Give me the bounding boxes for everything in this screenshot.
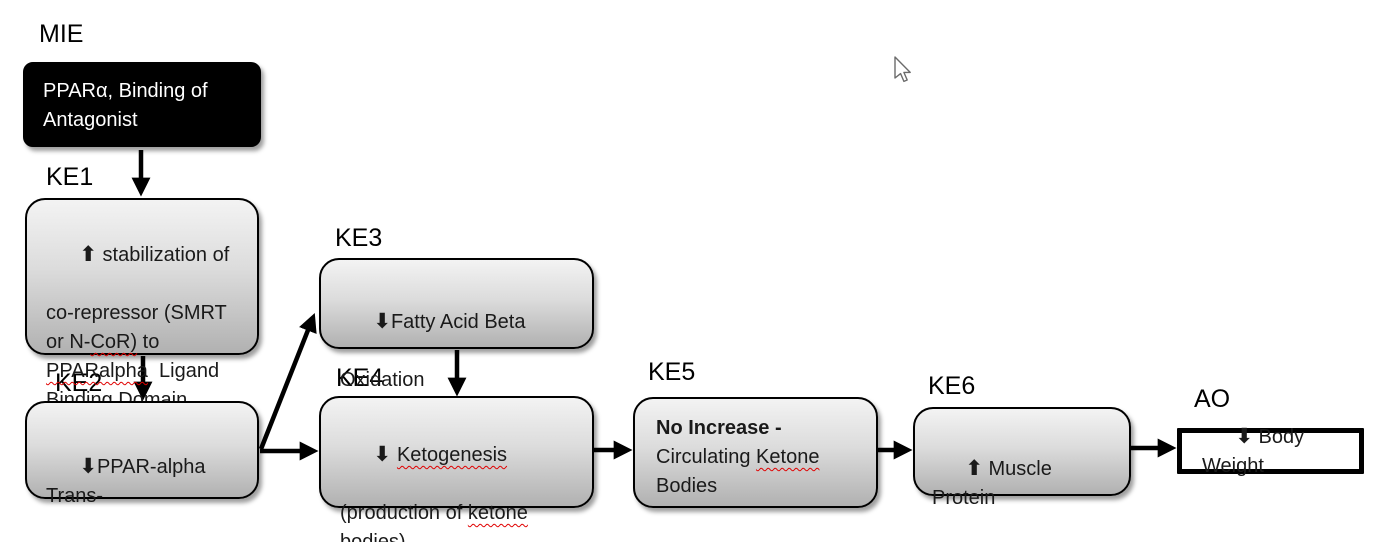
node-ke6[interactable]: ⬆ Muscle Protein Catabolism [913,407,1131,509]
node-ke2-text: ⬇PPAR-alpha Trans- [46,454,211,507]
label-ke3[interactable]: KE3 [335,224,383,252]
spellcheck-word: PPARalpha [46,360,148,382]
label-ao[interactable]: AO [1194,385,1231,413]
label-ke1[interactable]: KE1 [46,163,94,191]
node-ke4-text: ⬇Ketogenesis [340,411,582,499]
label-mie[interactable]: MIE [39,20,84,48]
mouse-cursor-icon [894,56,911,83]
up-arrow-icon: ⬆ [79,242,97,266]
node-ke1[interactable]: ⬆ stabilization of co-repressor (SMRT or… [25,198,259,411]
down-arrow-icon: ⬇ [79,454,97,478]
node-ke5-text: No Increase - [656,417,782,439]
down-arrow-icon: ⬇ [373,442,391,466]
node-mie[interactable]: PPARα, Binding of Antagonist [23,62,261,147]
node-ke6-text: ⬆ Muscle Protein [932,456,1058,509]
node-ke2[interactable]: ⬇PPAR-alpha Trans- Activation [25,401,259,507]
node-ke4[interactable]: ⬇Ketogenesis (production of ketone bodie… [319,396,594,542]
label-ke5[interactable]: KE5 [648,358,696,386]
label-ke4[interactable]: KE4 [336,364,384,392]
down-arrow-icon: ⬇ [1235,423,1253,448]
down-arrow-icon: ⬇ [373,309,391,333]
label-ke2[interactable]: KE2 [55,369,103,397]
node-ke5[interactable]: No Increase - Circulating Ketone Bodies [633,397,878,508]
node-ke1-text: ⬆ stabilization of [79,242,230,266]
node-ke3[interactable]: ⬇Fatty Acid Beta Oxidation [319,258,594,391]
node-ao[interactable]: ⬇ Body Weight [1177,424,1364,477]
up-arrow-icon: ⬆ [965,456,983,480]
spellcheck-word: Ketogenesis [396,444,508,466]
node-ke3-text: ⬇Fatty Acid Beta [373,309,526,333]
node-ao-text: ⬇ Body Weight [1202,423,1310,477]
spellcheck-word: CoR) [90,331,138,353]
label-ke6[interactable]: KE6 [928,372,976,400]
arrow-ke2-ke3[interactable] [258,312,317,450]
spellcheck-word: Ketone [756,446,820,468]
node-mie-text: PPARα, Binding of [43,80,208,102]
spellcheck-word: ketone [467,502,528,524]
